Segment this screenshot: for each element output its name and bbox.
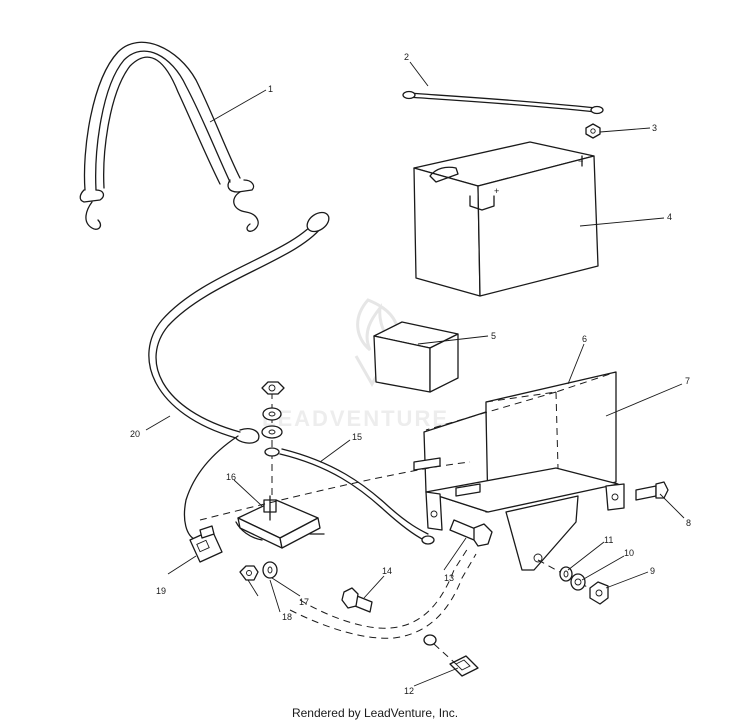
callout-6: 6 bbox=[582, 334, 587, 344]
callout-9: 9 bbox=[650, 566, 655, 576]
tray-bolt bbox=[449, 519, 493, 547]
battery-cable bbox=[402, 90, 604, 115]
lower-fasteners bbox=[239, 561, 278, 581]
battery: + − bbox=[413, 141, 599, 297]
callout-13: 13 bbox=[444, 573, 454, 583]
callout-1: 1 bbox=[268, 84, 273, 94]
callout-3: 3 bbox=[652, 123, 657, 133]
battery-nut bbox=[585, 123, 601, 139]
callout-16: 16 bbox=[226, 472, 236, 482]
callout-10: 10 bbox=[624, 548, 634, 558]
callout-7: 7 bbox=[685, 376, 690, 386]
callout-labels: 1 2 3 4 5 6 7 8 9 10 11 12 13 14 15 16 1… bbox=[130, 52, 691, 696]
callout-4: 4 bbox=[667, 212, 672, 222]
ground-cable bbox=[148, 211, 330, 541]
watermark-text: LEADVENTURE bbox=[262, 406, 449, 431]
positive-cable bbox=[279, 448, 435, 545]
svg-text:−: − bbox=[578, 156, 583, 166]
callout-12: 12 bbox=[404, 686, 414, 696]
clip-nut bbox=[423, 634, 479, 677]
battery-tray bbox=[199, 371, 625, 571]
callout-19: 19 bbox=[156, 586, 166, 596]
tray-bolts bbox=[413, 457, 669, 501]
callout-18: 18 bbox=[282, 612, 292, 622]
battery-strap bbox=[79, 41, 259, 232]
relay bbox=[235, 495, 325, 549]
callout-8: 8 bbox=[686, 518, 691, 528]
mount-bolt bbox=[289, 547, 477, 639]
tray-hardware bbox=[537, 559, 609, 605]
callout-2: 2 bbox=[404, 52, 409, 62]
callout-15: 15 bbox=[352, 432, 362, 442]
spacer-block bbox=[373, 321, 459, 393]
callout-20: 20 bbox=[130, 429, 140, 439]
fastener-stack bbox=[261, 381, 285, 506]
footer-credit: Rendered by LeadVenture, Inc. bbox=[291, 706, 459, 720]
callout-5: 5 bbox=[491, 331, 496, 341]
callout-14: 14 bbox=[382, 566, 392, 576]
svg-text:+: + bbox=[494, 186, 499, 196]
leader-lines bbox=[145, 61, 685, 687]
callout-11: 11 bbox=[604, 535, 613, 545]
connector bbox=[189, 525, 223, 563]
watermark-logo: LEADVENTURE bbox=[262, 298, 449, 431]
callout-17: 17 bbox=[299, 597, 309, 607]
